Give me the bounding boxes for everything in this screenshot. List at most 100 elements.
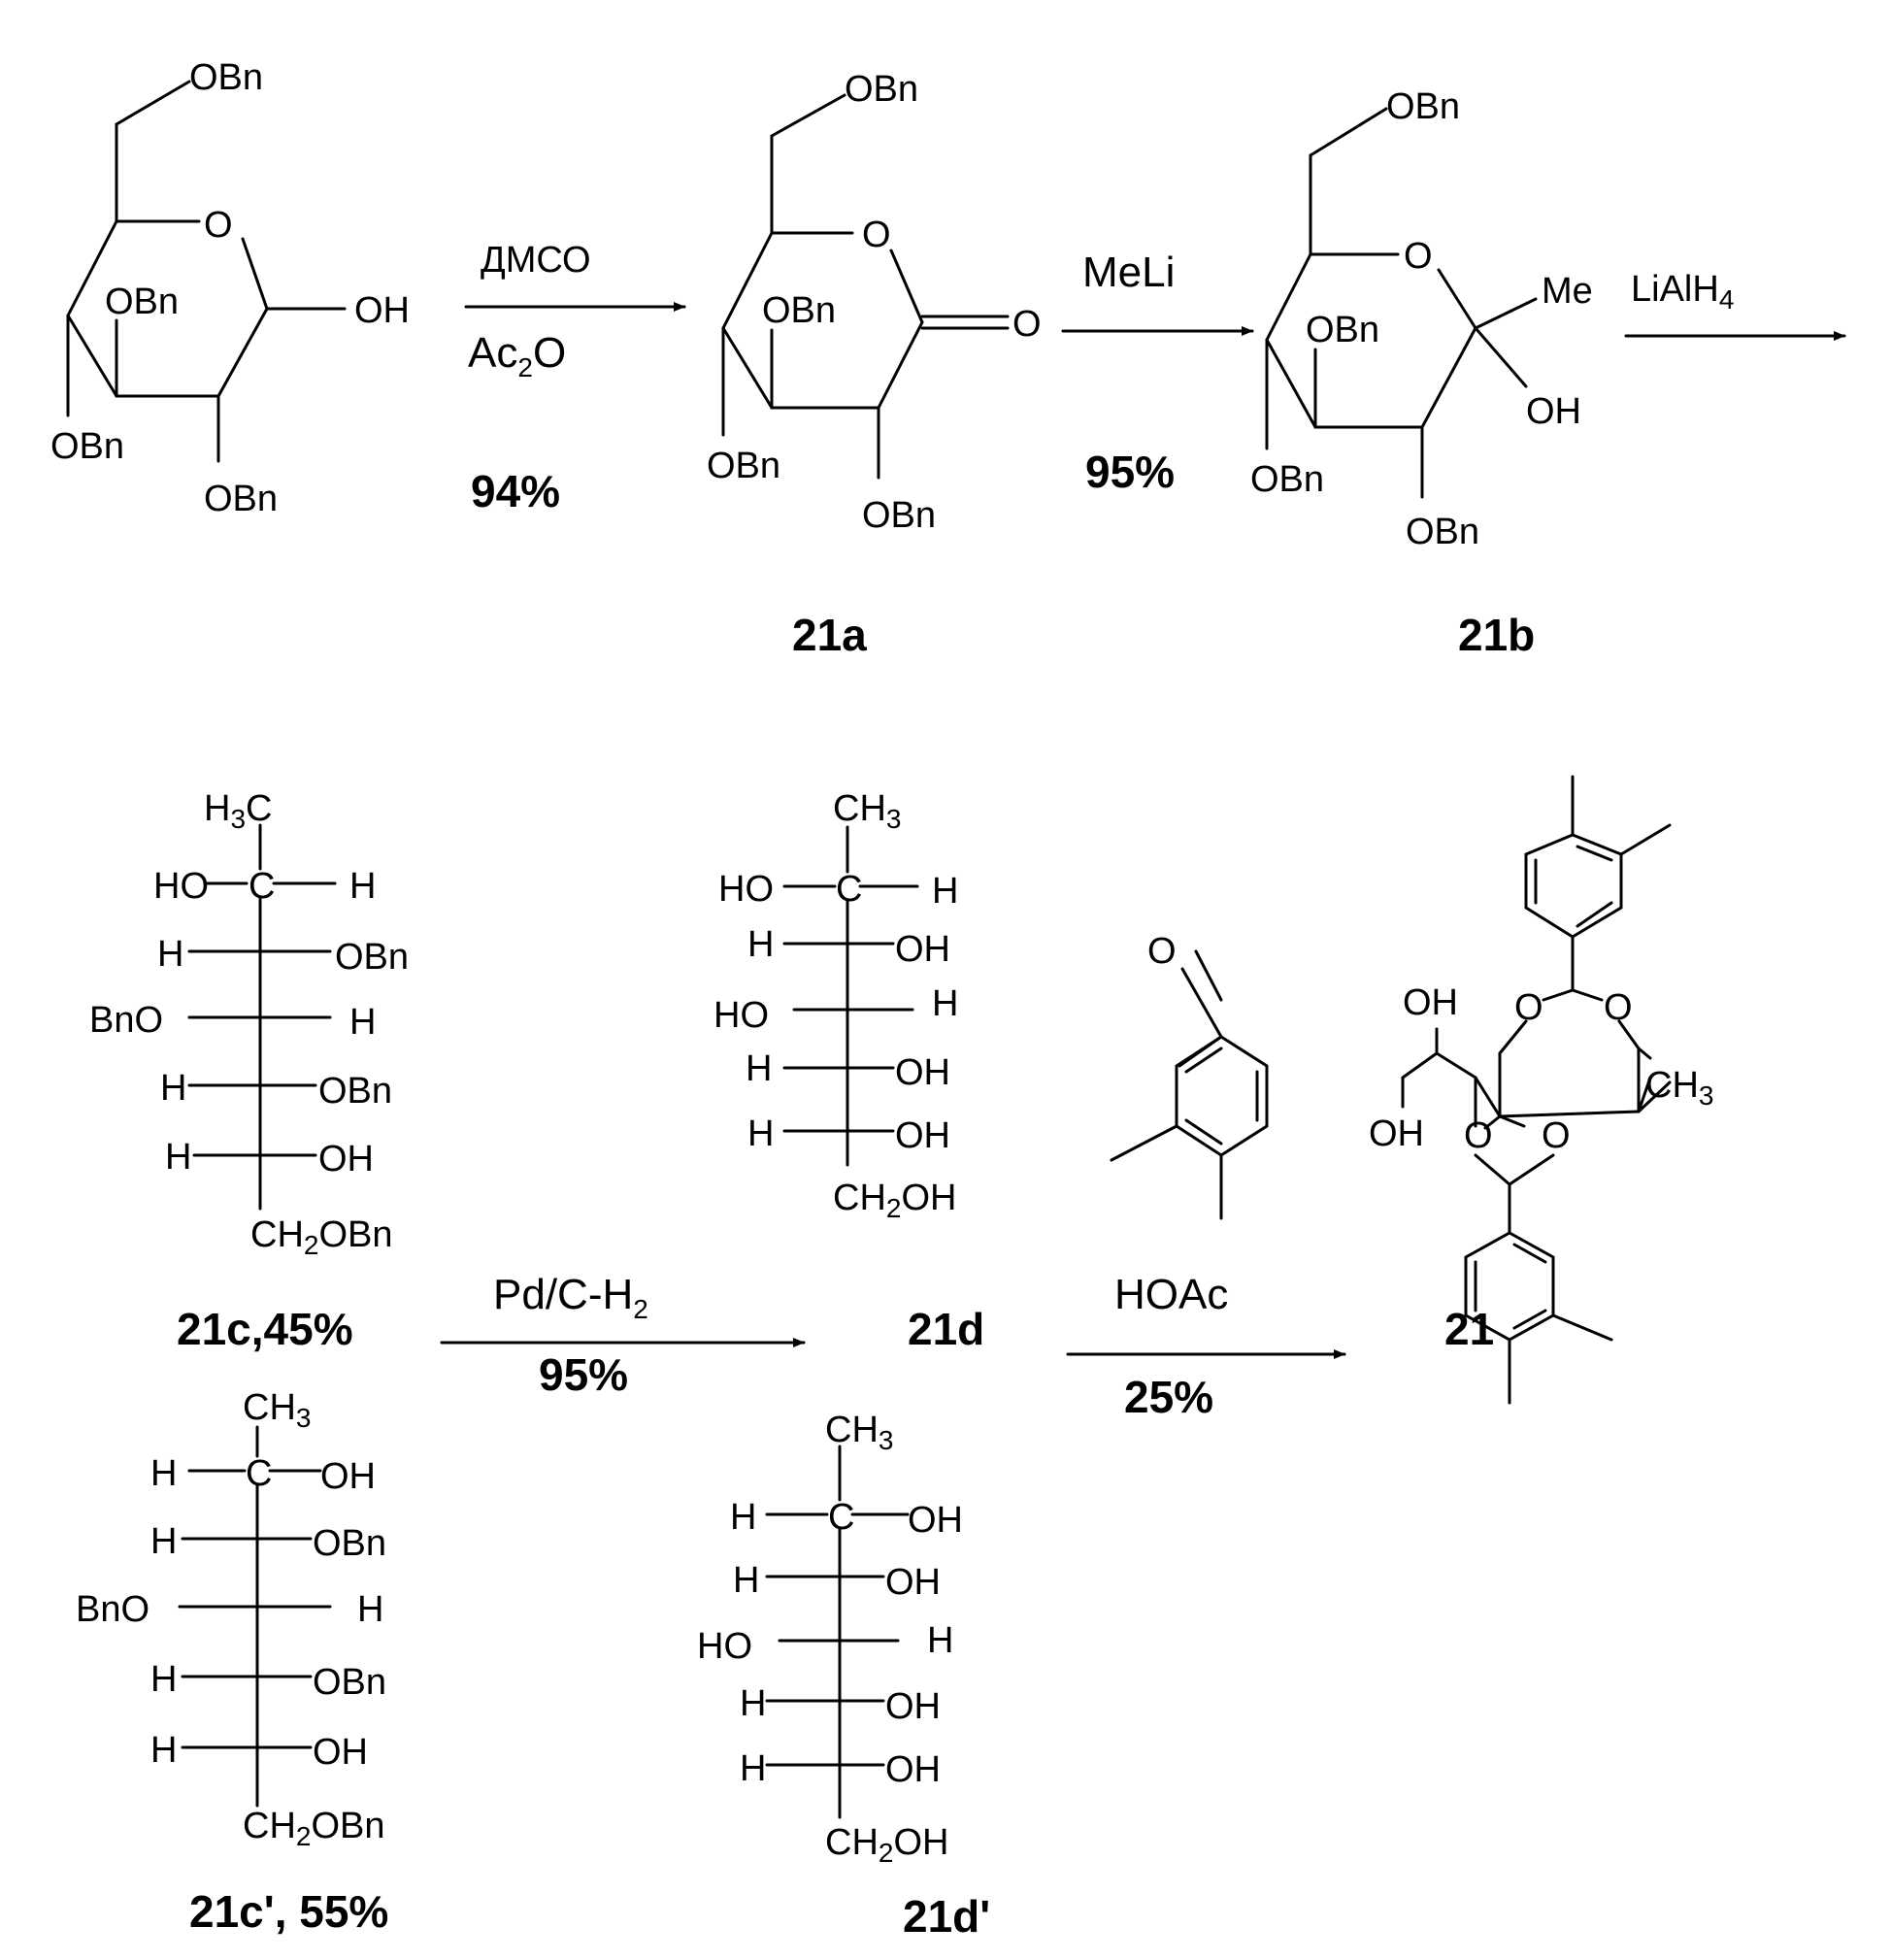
benzyloxy-label: OBn (1386, 86, 1460, 127)
fischer-left-substituent: H (730, 1497, 756, 1538)
yield-label: 25% (1124, 1372, 1213, 1422)
reagent-meli: MeLi (1082, 249, 1175, 296)
fischer-right-substituent: H (927, 1620, 953, 1661)
methyl-label: Me (1542, 271, 1593, 312)
fischer-left-substituent: BnO (89, 1000, 163, 1041)
benzyloxy-label: OBn (862, 495, 936, 536)
compound-label: 21a (792, 610, 867, 660)
compound-21-diacetal: OH OH O O O O CH3 21 (1369, 777, 1713, 1403)
compound-21a: OBn O O OBn OBn OBn 21a (707, 69, 1042, 660)
reagent-dmso: ДМСО (481, 240, 591, 281)
stereocenter-carbon-label: C (836, 869, 862, 910)
fischer-left-substituent: HO (718, 869, 774, 910)
ring-oxygen-label: O (1404, 236, 1433, 277)
methyl-label: CH3 (825, 1410, 893, 1455)
compound-label: 21d' (903, 1891, 990, 1942)
terminal-group-label: CH2OBn (250, 1214, 393, 1260)
benzyloxy-label: OBn (105, 282, 179, 322)
compound-label: 21 (1444, 1304, 1494, 1354)
fischer-left-substituent: BnO (76, 1589, 149, 1630)
fischer-left-substituent: H (740, 1748, 766, 1789)
terminal-group-label: CH2OH (833, 1178, 956, 1223)
fischer-right-substituent: OBn (335, 937, 409, 978)
reagent-acetic-anhydride: Ac2O (468, 329, 566, 382)
methyl-label: CH3 (833, 788, 901, 834)
benzyloxy-label: OBn (189, 57, 263, 98)
fischer-right-substituent: OH (908, 1500, 963, 1541)
benzyloxy-label: OBn (762, 290, 836, 331)
acetal-oxygen-label: O (1464, 1115, 1493, 1156)
fischer-right-substituent: OH (895, 1115, 950, 1156)
benzyloxy-label: OBn (1250, 459, 1324, 500)
stereocenter-carbon-label: C (249, 866, 275, 907)
fischer-right-substituent: OH (318, 1139, 374, 1179)
fischer-left-substituent: H (740, 1683, 766, 1724)
fischer-right-substituent: OH (313, 1732, 368, 1773)
stereocenter-carbon-label: C (828, 1497, 854, 1538)
benzyloxy-label: OBn (845, 69, 918, 110)
fischer-right-substituent: OBn (313, 1662, 386, 1703)
reaction-step-hydrogenolysis: Pd/C-H2 95% (442, 1271, 804, 1400)
reagent-acetic-acid: HOAc (1114, 1271, 1228, 1318)
starting-glucopyranose: OBn O OH OBn OBn OBn (50, 57, 410, 519)
compound-21d-prime-fischer: CH3 C H OH H OH HO H H OH H OH CH2OH 21d… (697, 1410, 990, 1942)
fischer-right-substituent: OH (885, 1562, 941, 1603)
fischer-right-substituent: OBn (318, 1071, 392, 1112)
fischer-left-substituent: HO (713, 995, 769, 1036)
reagent-palladium-hydrogen: Pd/C-H2 (493, 1271, 648, 1324)
fischer-right-substituent: OH (320, 1456, 376, 1497)
stereocenter-carbon-label: C (246, 1453, 272, 1494)
fischer-right-substituent: H (357, 1589, 383, 1630)
reaction-step-methyllithium: MeLi 95% (1063, 249, 1252, 497)
terminal-group-label: CH2OBn (243, 1806, 385, 1851)
fischer-left-substituent: H (157, 934, 183, 975)
fischer-left-substituent: HO (697, 1626, 752, 1667)
reaction-step-acetal-formation: HOAc 25% (1068, 1271, 1344, 1422)
fischer-left-substituent: H (150, 1521, 177, 1562)
acetal-oxygen-label: O (1604, 987, 1633, 1028)
fischer-left-substituent: H (747, 1113, 774, 1154)
yield-label: 95% (1085, 447, 1175, 497)
yield-label: 94% (471, 466, 560, 516)
terminal-group-label: CH2OH (825, 1822, 948, 1868)
compound-label: 21c,45% (177, 1304, 353, 1354)
hydroxyl-label: OH (1526, 391, 1581, 432)
fischer-left-substituent: H (160, 1068, 186, 1109)
ring-oxygen-label: O (204, 205, 233, 246)
methyl-label: CH3 (243, 1387, 311, 1433)
methyl-label: CH3 (1645, 1065, 1713, 1111)
compound-label: 21c', 55% (189, 1886, 388, 1937)
benzyloxy-label: OBn (50, 426, 124, 467)
dimethylbenzaldehyde: O (1111, 931, 1267, 1218)
compound-21d-fischer: CH3 C HO H H OH HO H H OH H OH CH2OH 21d (713, 788, 984, 1354)
hydroxyl-label: OH (1403, 982, 1458, 1023)
compound-label: 21b (1458, 610, 1535, 660)
fischer-right-substituent: OBn (313, 1523, 386, 1564)
acetal-oxygen-label: O (1542, 1115, 1571, 1156)
reagent-lithium-aluminium-hydride: LiAlH4 (1631, 269, 1734, 315)
carbonyl-oxygen-label: O (1012, 304, 1042, 345)
fischer-right-substituent: H (932, 871, 958, 912)
fischer-left-substituent: H (150, 1453, 177, 1494)
fischer-left-substituent: H (733, 1560, 759, 1601)
acetal-oxygen-label: O (1514, 987, 1543, 1028)
fischer-right-substituent: H (349, 866, 376, 907)
fischer-left-substituent: H (747, 924, 774, 965)
ring-oxygen-label: O (862, 215, 891, 255)
hydroxyl-label: OH (1369, 1113, 1424, 1154)
aldehyde-oxygen-label: O (1147, 931, 1177, 972)
compound-21c-fischer: H3C C HO H H OBn BnO H H OBn H OH CH2OBn… (89, 788, 409, 1354)
fischer-right-substituent: OH (885, 1686, 941, 1727)
compound-21b: OBn O Me OH OBn OBn OBn 21b (1250, 86, 1593, 660)
benzyloxy-label: OBn (204, 479, 278, 519)
fischer-right-substituent: OH (895, 1052, 950, 1093)
fischer-right-substituent: OH (895, 929, 950, 970)
yield-label: 95% (539, 1349, 628, 1400)
hydroxyl-label: OH (354, 290, 410, 331)
fischer-left-substituent: HO (153, 866, 209, 907)
fischer-right-substituent: H (349, 1002, 376, 1043)
fischer-left-substituent: H (746, 1048, 772, 1089)
reaction-step-oxidation: ДМСО Ac2O 94% (466, 240, 684, 516)
compound-21c-prime-fischer: CH3 C H OH H OBn BnO H H OBn H OH CH2OBn… (76, 1387, 388, 1937)
